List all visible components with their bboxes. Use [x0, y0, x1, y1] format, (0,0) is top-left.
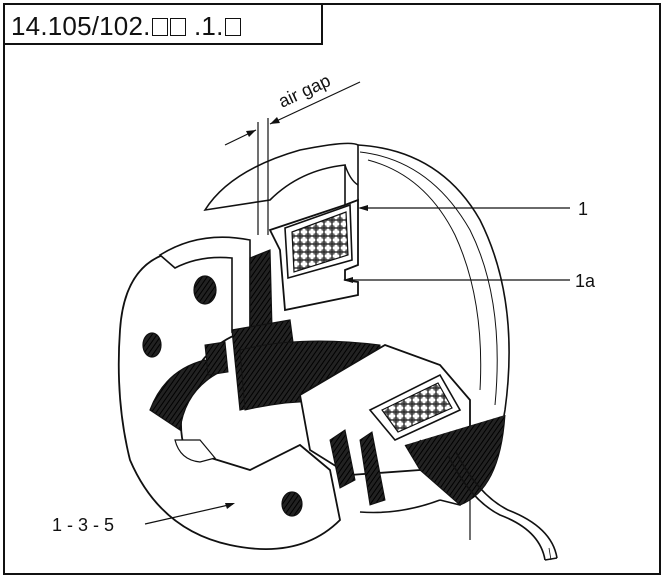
- power-cable: [447, 451, 558, 561]
- lower-coil-winding: [381, 382, 453, 433]
- placeholder-box-icon: [151, 18, 168, 36]
- callout-1a: 1a: [343, 271, 596, 291]
- placeholder-box-icon: [224, 18, 241, 36]
- part-code-prefix: 14.105/102.: [11, 11, 151, 41]
- title-block: 14.105/102. .1.: [5, 5, 323, 45]
- lower-coil-housing: [299, 344, 506, 540]
- label-part-1a: 1a: [575, 271, 596, 291]
- upper-coil-winding: [291, 211, 349, 273]
- front-flange: [117, 249, 341, 550]
- callout-1: 1: [358, 199, 588, 219]
- label-part-1-3-5: 1 - 3 - 5: [52, 515, 114, 535]
- part-code-mid: .1.: [186, 11, 224, 41]
- label-part-1: 1: [578, 199, 588, 219]
- upper-coil-housing: [268, 164, 359, 312]
- air-gap-label: air gap: [275, 70, 333, 111]
- placeholder-box-icon: [169, 18, 186, 36]
- part-code-title: 14.105/102. .1.: [11, 11, 242, 42]
- callout-1-3-5: 1 - 3 - 5: [52, 503, 235, 535]
- flange-bolt-hole: [193, 275, 217, 305]
- flange-bolt-hole: [281, 491, 303, 517]
- flange-bolt-hole: [142, 332, 162, 358]
